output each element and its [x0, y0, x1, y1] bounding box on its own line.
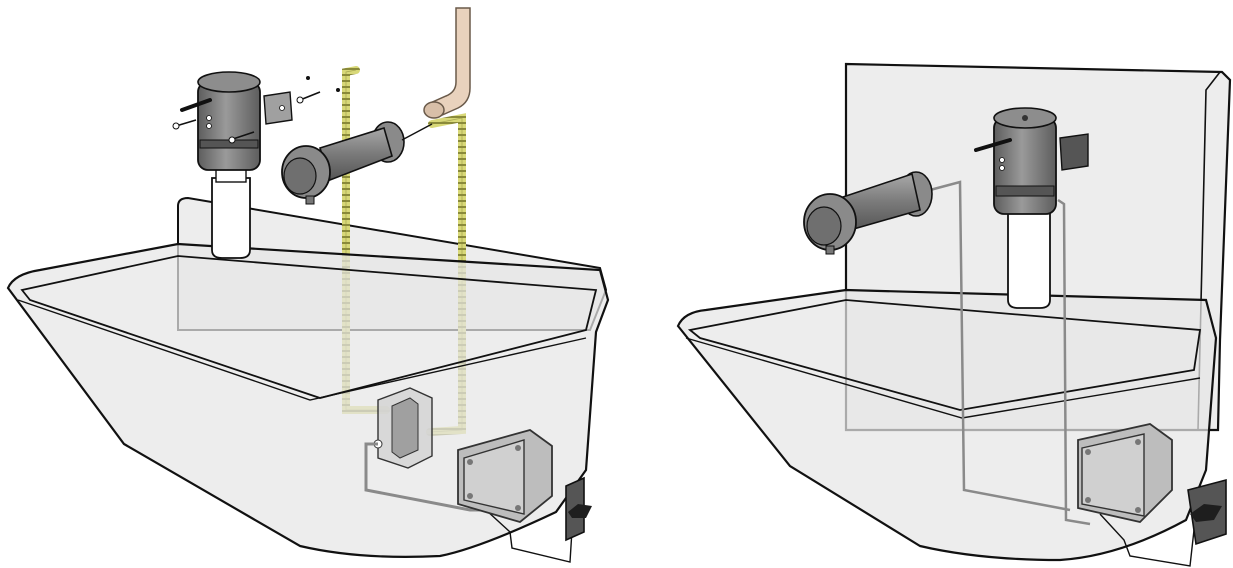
soap-dispenser-icon — [974, 107, 1089, 215]
exploded-view — [6, 7, 610, 563]
supply-pipe — [423, 7, 471, 119]
junction-box-icon — [1077, 423, 1173, 523]
soap-bottle — [211, 167, 251, 259]
soap-bottle — [1007, 211, 1051, 309]
sensor-icon — [1187, 478, 1227, 546]
sensor-icon — [565, 476, 592, 542]
screw-icon — [172, 76, 340, 144]
wiring — [1099, 513, 1195, 567]
mixer-block — [373, 387, 433, 469]
tap-spout-icon — [281, 121, 433, 205]
tap-spout-icon — [803, 171, 933, 255]
junction-box-icon — [457, 429, 553, 523]
assembled-view — [676, 62, 1232, 567]
soap-dispenser-icon — [180, 71, 293, 171]
wiring — [364, 442, 486, 512]
